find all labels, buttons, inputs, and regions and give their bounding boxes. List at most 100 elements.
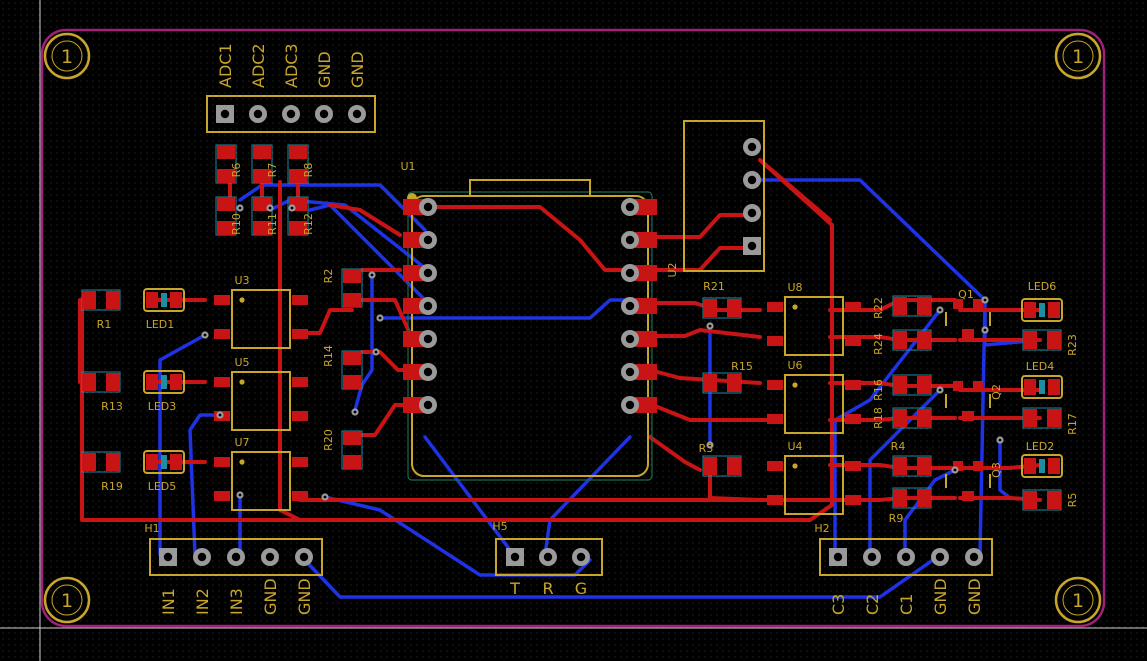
mounting-hole-inner <box>1062 584 1094 616</box>
via-hole <box>938 308 942 312</box>
led-body <box>161 293 167 307</box>
board-outline <box>40 28 1106 628</box>
bottom-trace <box>998 438 1012 500</box>
pad-hole <box>833 552 843 562</box>
resistor-label: R20 <box>322 429 335 451</box>
resistor-pad <box>703 457 717 475</box>
ic-u1-antenna-outline <box>469 179 591 196</box>
resistor-label: R13 <box>101 400 123 413</box>
resistor-pad <box>217 169 235 183</box>
opto-pad <box>845 336 861 346</box>
resistor-label: R16 <box>872 379 885 401</box>
opto-pad <box>845 302 861 312</box>
resistor-pad <box>1023 491 1037 509</box>
pad-hole <box>423 202 433 212</box>
header-h2-pin-label: C3 <box>829 594 848 615</box>
led-pad <box>146 374 158 390</box>
ic-u1-right-pad <box>635 364 657 380</box>
via-hole <box>203 333 207 337</box>
optocoupler-label: U7 <box>234 436 249 449</box>
optocoupler-label: U5 <box>234 356 249 369</box>
resistor-pad <box>343 351 361 365</box>
pad-hole <box>747 208 757 218</box>
via-hole <box>290 206 294 210</box>
header-h5-outline <box>495 538 603 576</box>
pad-hole <box>747 175 757 185</box>
ic-u1-left-pad <box>403 397 425 413</box>
opto-pad <box>767 336 783 346</box>
resistor-label: R6 <box>230 163 243 178</box>
transistor-pad <box>962 411 974 421</box>
pad-hole <box>423 301 433 311</box>
header-top-pin-label: ADC2 <box>249 43 268 88</box>
resistor-label: R23 <box>1066 334 1079 356</box>
ic-u1-right-pad <box>635 397 657 413</box>
header-h5-ref: H5 <box>492 520 507 533</box>
pad-hole <box>625 367 635 377</box>
via-hole <box>983 328 987 332</box>
header-h1-ref: H1 <box>144 522 159 535</box>
header-h1-outline <box>149 538 323 576</box>
pad-hole <box>423 235 433 245</box>
pad-hole <box>197 552 207 562</box>
resistor-pad <box>106 291 120 309</box>
opto-pad <box>292 457 308 467</box>
pad-hole <box>423 334 433 344</box>
via-hole <box>953 468 957 472</box>
pads-layer <box>82 105 1061 566</box>
ic-u1-right-pad <box>635 199 657 215</box>
opto-pad <box>214 295 230 305</box>
resistor-pad <box>893 331 907 349</box>
bottom-trace <box>188 413 222 557</box>
pad-hole <box>935 552 945 562</box>
opto-pad <box>845 461 861 471</box>
resistor-pad <box>82 453 96 471</box>
via-hole <box>378 316 382 320</box>
resistor-pad <box>1047 331 1061 349</box>
pad-hole <box>576 552 586 562</box>
transistor-label: Q1 <box>958 288 974 301</box>
header-top-pin-label: ADC3 <box>282 43 301 88</box>
pad-hole <box>231 552 241 562</box>
resistor-pad <box>703 374 717 392</box>
resistor-pad <box>703 299 717 317</box>
pin1-marker <box>792 304 798 310</box>
led-pad <box>1024 302 1036 318</box>
opto-pad <box>292 491 308 501</box>
via-hole <box>323 495 327 499</box>
header-h1-pin-label: IN2 <box>193 588 212 615</box>
top-trace <box>648 435 702 472</box>
via-hole <box>708 443 712 447</box>
optocoupler-label: U4 <box>787 440 802 453</box>
led-body <box>161 455 167 469</box>
transistor-pad <box>953 461 963 471</box>
via-hole <box>238 206 242 210</box>
resistor-label: R24 <box>872 333 885 355</box>
resistor-pad <box>253 221 271 235</box>
led-pad <box>170 292 182 308</box>
resistor-pad <box>289 221 307 235</box>
transistor-pad <box>953 381 963 391</box>
header-h2-pin-label: GND <box>931 578 950 615</box>
header-h2-outline <box>819 538 993 576</box>
pad-hole <box>220 109 230 119</box>
header-h1-pin-label: GND <box>261 578 280 615</box>
optocoupler-outline <box>231 289 291 349</box>
optocoupler-outline <box>231 451 291 511</box>
optocoupler-label: U6 <box>787 359 802 372</box>
mounting-hole-label: 1 <box>1072 590 1084 612</box>
pin1-marker <box>239 379 245 385</box>
mounting-hole-inner <box>1062 40 1094 72</box>
resistor-label: R8 <box>302 163 315 178</box>
opto-pad <box>767 461 783 471</box>
header-h1-pin-label: IN3 <box>227 588 246 615</box>
header-h2-pin-label: C2 <box>863 594 882 615</box>
via-hole <box>370 273 374 277</box>
top-trace <box>80 158 834 522</box>
resistor-pad <box>727 457 741 475</box>
opto-pad <box>845 414 861 424</box>
resistor-pad <box>1047 491 1061 509</box>
ic-u1-left-pad <box>403 265 425 281</box>
